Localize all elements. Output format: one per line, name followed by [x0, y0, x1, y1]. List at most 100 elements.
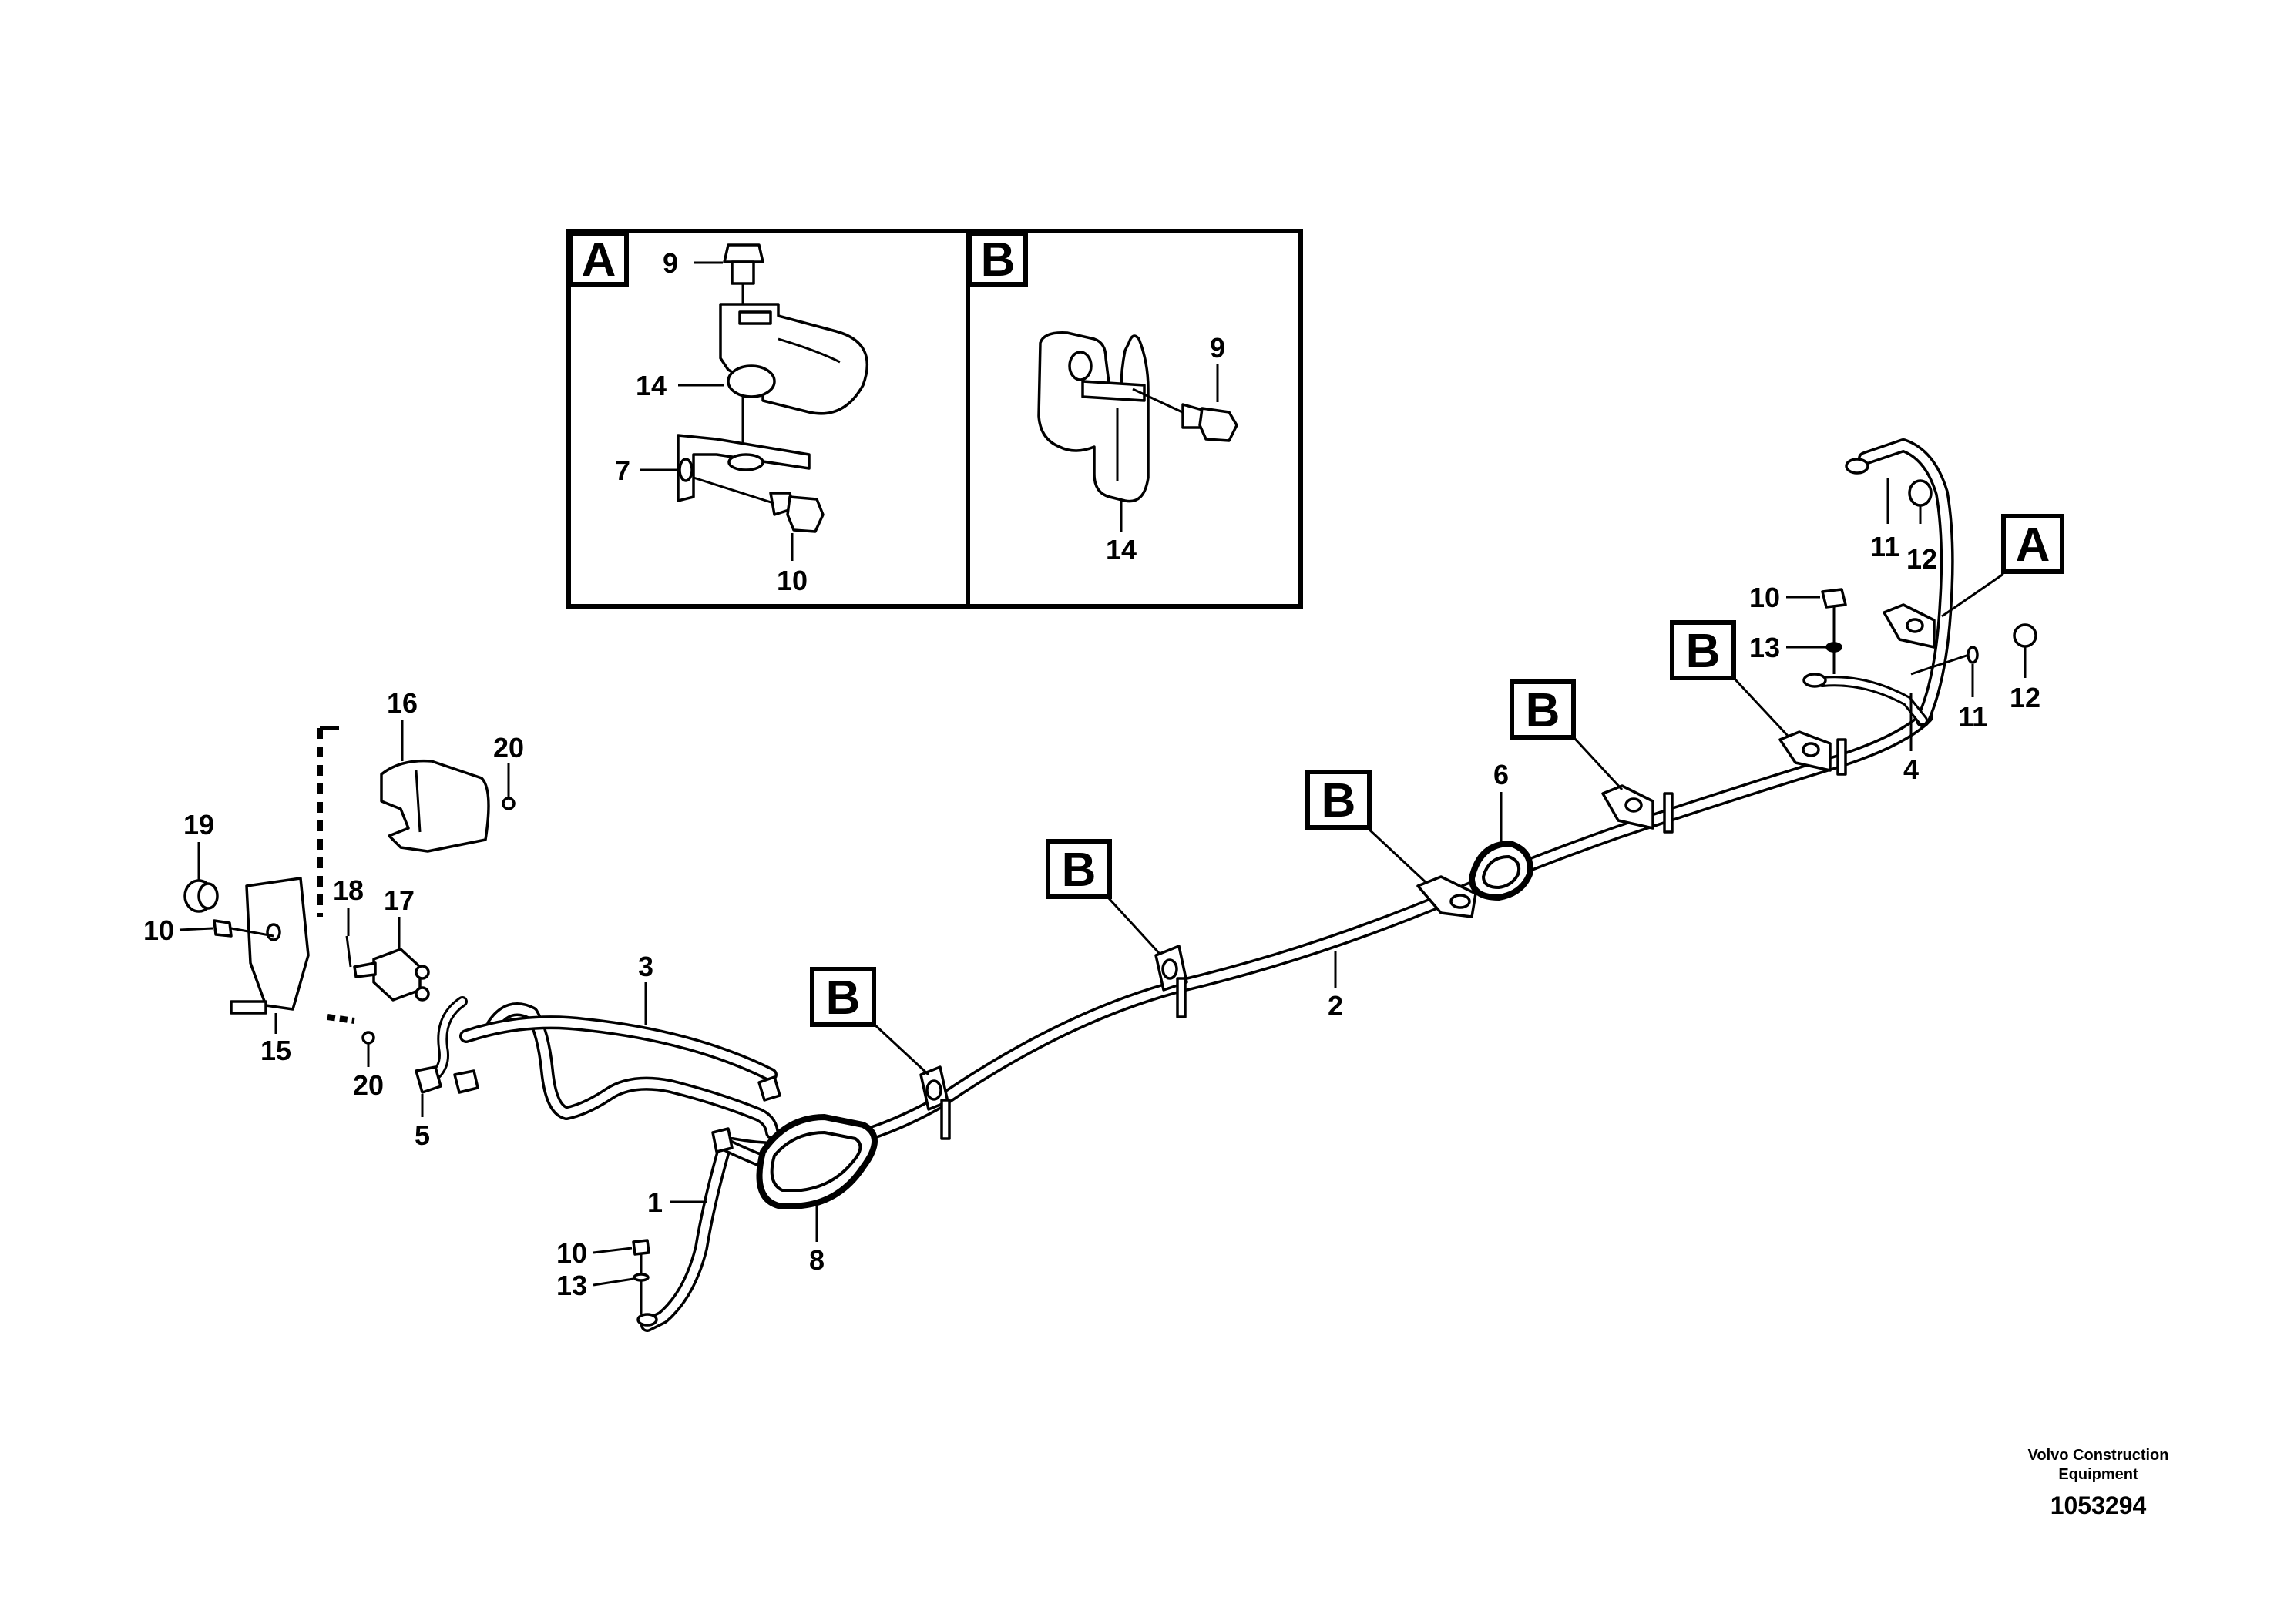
label-11-right: 11	[1958, 701, 1987, 733]
inset-b: B 9 14	[968, 231, 1238, 565]
label-15: 15	[260, 1035, 291, 1066]
screw-10-lower	[632, 1239, 650, 1314]
label-13-lower: 13	[556, 1270, 587, 1301]
detail-b2-tag: B	[1062, 844, 1097, 897]
detail-a-tag: A	[2016, 518, 2050, 572]
inset-a-tag: A	[582, 233, 616, 287]
label-1: 1	[647, 1186, 663, 1218]
label-17: 17	[384, 884, 415, 916]
grommet-6	[1469, 841, 1533, 901]
inset-a-clamp-icon	[719, 303, 869, 415]
rear-hose	[1858, 438, 1954, 727]
terminal-18	[345, 935, 352, 968]
connector-3b	[757, 1075, 781, 1102]
cable-eye-terminal-icon	[1845, 458, 1869, 475]
inset-outer-border	[566, 229, 1303, 609]
washer-13-right	[1825, 642, 1842, 653]
detail-b-callout-1: B	[810, 967, 930, 1076]
detail-b1-tag-box	[810, 967, 876, 1027]
cover-16	[380, 759, 490, 853]
detail-a-tag-box	[2001, 514, 2064, 574]
part-labels: 16 20 19 10 18 17 15 20 5 3 1 10	[143, 531, 2040, 1301]
inset-a-bolt-icon	[723, 243, 764, 285]
hose-3	[459, 1002, 779, 1139]
label-10-lower: 10	[556, 1237, 587, 1269]
hose-clamp-5	[1778, 730, 1847, 776]
cable-4	[1802, 673, 1928, 751]
detail-b3-tag-box	[1305, 770, 1372, 830]
detail-b-callout-4: B	[1510, 679, 1624, 791]
screw-10-left	[213, 919, 274, 938]
label-10-right: 10	[1749, 582, 1780, 613]
nut-12-upper	[1908, 479, 1933, 524]
label-12-right: 12	[2010, 682, 2040, 713]
label-inset-a-14: 14	[636, 370, 667, 401]
inset-b-tag-box	[968, 231, 1028, 287]
inset-b-tag: B	[981, 233, 1016, 287]
label-inset-a-7: 7	[615, 455, 630, 486]
bushing-19	[183, 879, 219, 913]
label-inset-a-10: 10	[777, 565, 808, 596]
hose-clamp-2	[1154, 945, 1188, 1018]
footer: Volvo Construction Equipment 1053294	[2028, 1447, 2169, 1519]
label-4: 4	[1903, 753, 1919, 785]
washer-11-right	[1910, 646, 1979, 676]
grommet-8	[756, 1114, 878, 1209]
inset-b-bolt-icon	[1132, 388, 1238, 442]
connector-5	[415, 1065, 442, 1094]
label-20-bottom: 20	[353, 1069, 384, 1101]
detail-b-callout-2: B	[1046, 839, 1161, 955]
label-inset-b-14: 14	[1106, 534, 1137, 565]
label-12-upper: 12	[1906, 543, 1937, 575]
dashed-line-16	[317, 726, 339, 917]
detail-b5-tag: B	[1686, 625, 1721, 678]
label-inset-a-9: 9	[663, 247, 678, 279]
company-line-1: Volvo Construction	[2028, 1447, 2169, 1464]
label-5: 5	[415, 1119, 430, 1151]
screw-20-top	[502, 797, 516, 810]
detail-b3-tag: B	[1322, 774, 1356, 827]
label-11-upper: 11	[1870, 531, 1899, 562]
label-19: 19	[183, 809, 214, 841]
label-16: 16	[387, 687, 418, 719]
detail-a-callout: A	[1941, 514, 2064, 618]
label-13-right: 13	[1749, 632, 1780, 663]
label-20-top: 20	[493, 732, 524, 763]
connector-3a	[453, 1069, 479, 1094]
clip-1	[711, 1127, 734, 1153]
detail-b1-tag: B	[826, 971, 861, 1025]
cable-5	[426, 996, 468, 1084]
label-18: 18	[333, 874, 364, 906]
hose-clamp-1	[919, 1065, 951, 1140]
bracket-15	[230, 877, 310, 1015]
hose-clamp-3	[1416, 875, 1477, 918]
label-8: 8	[809, 1244, 825, 1276]
screw-10-right	[1821, 588, 1847, 674]
inset-a-tag-box	[569, 231, 629, 287]
inset-a-screw-icon	[693, 476, 825, 533]
detail-b-callout-5: B	[1670, 620, 1789, 737]
label-6: 6	[1493, 759, 1509, 790]
hose-clamp-4	[1601, 784, 1674, 834]
detail-b-callout-3: B	[1305, 770, 1427, 884]
inset-a: A 9 14 7 10	[569, 231, 869, 596]
washer-13-lower	[633, 1273, 658, 1327]
label-inset-b-9: 9	[1210, 332, 1225, 364]
company-line-2: Equipment	[2058, 1466, 2138, 1483]
detail-b2-tag-box	[1046, 839, 1112, 899]
detail-b4-tag: B	[1526, 684, 1560, 737]
inset-a-bracket-icon	[677, 434, 811, 502]
screw-20-bottom	[327, 1014, 375, 1045]
label-2: 2	[1328, 990, 1343, 1022]
nut-12-right	[2013, 623, 2037, 648]
inset-frame	[566, 229, 1303, 609]
label-10-left: 10	[143, 914, 174, 946]
inset-b-clamp-icon	[1037, 331, 1150, 503]
drawing-number: 1053294	[2050, 1491, 2147, 1519]
label-3: 3	[638, 951, 653, 982]
detail-b5-tag-box	[1670, 620, 1736, 680]
relay-17	[353, 948, 430, 1002]
hose-clamp-a	[1883, 603, 1936, 649]
